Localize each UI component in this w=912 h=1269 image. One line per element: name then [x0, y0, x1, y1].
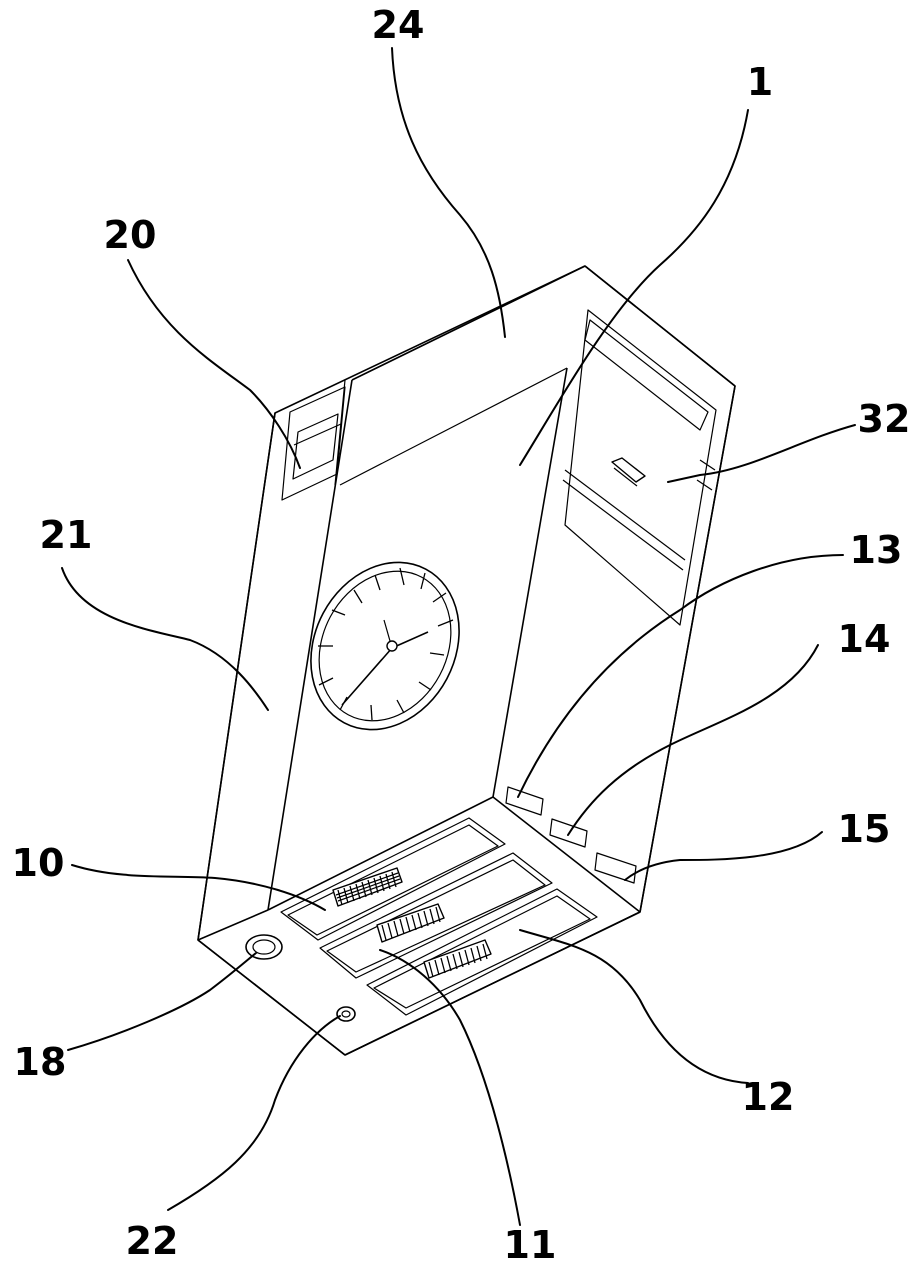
- label-22: 22: [126, 1219, 179, 1263]
- label-18: 18: [14, 1040, 67, 1084]
- leader-10: [72, 865, 325, 910]
- label-12: 12: [742, 1075, 795, 1119]
- clock-hand-minute: [342, 648, 392, 705]
- leader-24: [392, 48, 505, 337]
- label-20: 20: [104, 213, 157, 257]
- leader-14: [568, 645, 818, 835]
- leader-1: [520, 110, 748, 465]
- label-1: 1: [747, 60, 773, 104]
- label-24: 24: [372, 3, 425, 47]
- reference-labels: 24 1 20 32 21 13 14 15 10 18 12 22 11: [12, 3, 911, 1267]
- label-32: 32: [858, 397, 911, 441]
- buttons: [246, 935, 355, 1021]
- bottom-slots: [281, 818, 597, 1015]
- brush-10: [333, 868, 402, 906]
- side-slots: [506, 787, 636, 883]
- leader-32: [668, 425, 855, 482]
- leader-15: [625, 832, 822, 880]
- button-18: [246, 935, 282, 959]
- label-11: 11: [504, 1223, 557, 1267]
- leader-20: [128, 260, 300, 468]
- label-13: 13: [850, 528, 903, 572]
- label-21: 21: [40, 513, 93, 557]
- cabinet-outline: [198, 266, 735, 1055]
- label-15: 15: [838, 807, 891, 851]
- clock: [282, 536, 487, 755]
- button-22: [337, 1007, 355, 1021]
- slot-15: [595, 853, 636, 883]
- leader-21: [62, 568, 268, 710]
- cabinet-body: [198, 266, 735, 1055]
- label-10: 10: [12, 841, 65, 885]
- leader-18: [68, 953, 256, 1050]
- label-14: 14: [838, 617, 891, 661]
- leader-22: [168, 1016, 340, 1210]
- leader-11: [380, 950, 520, 1225]
